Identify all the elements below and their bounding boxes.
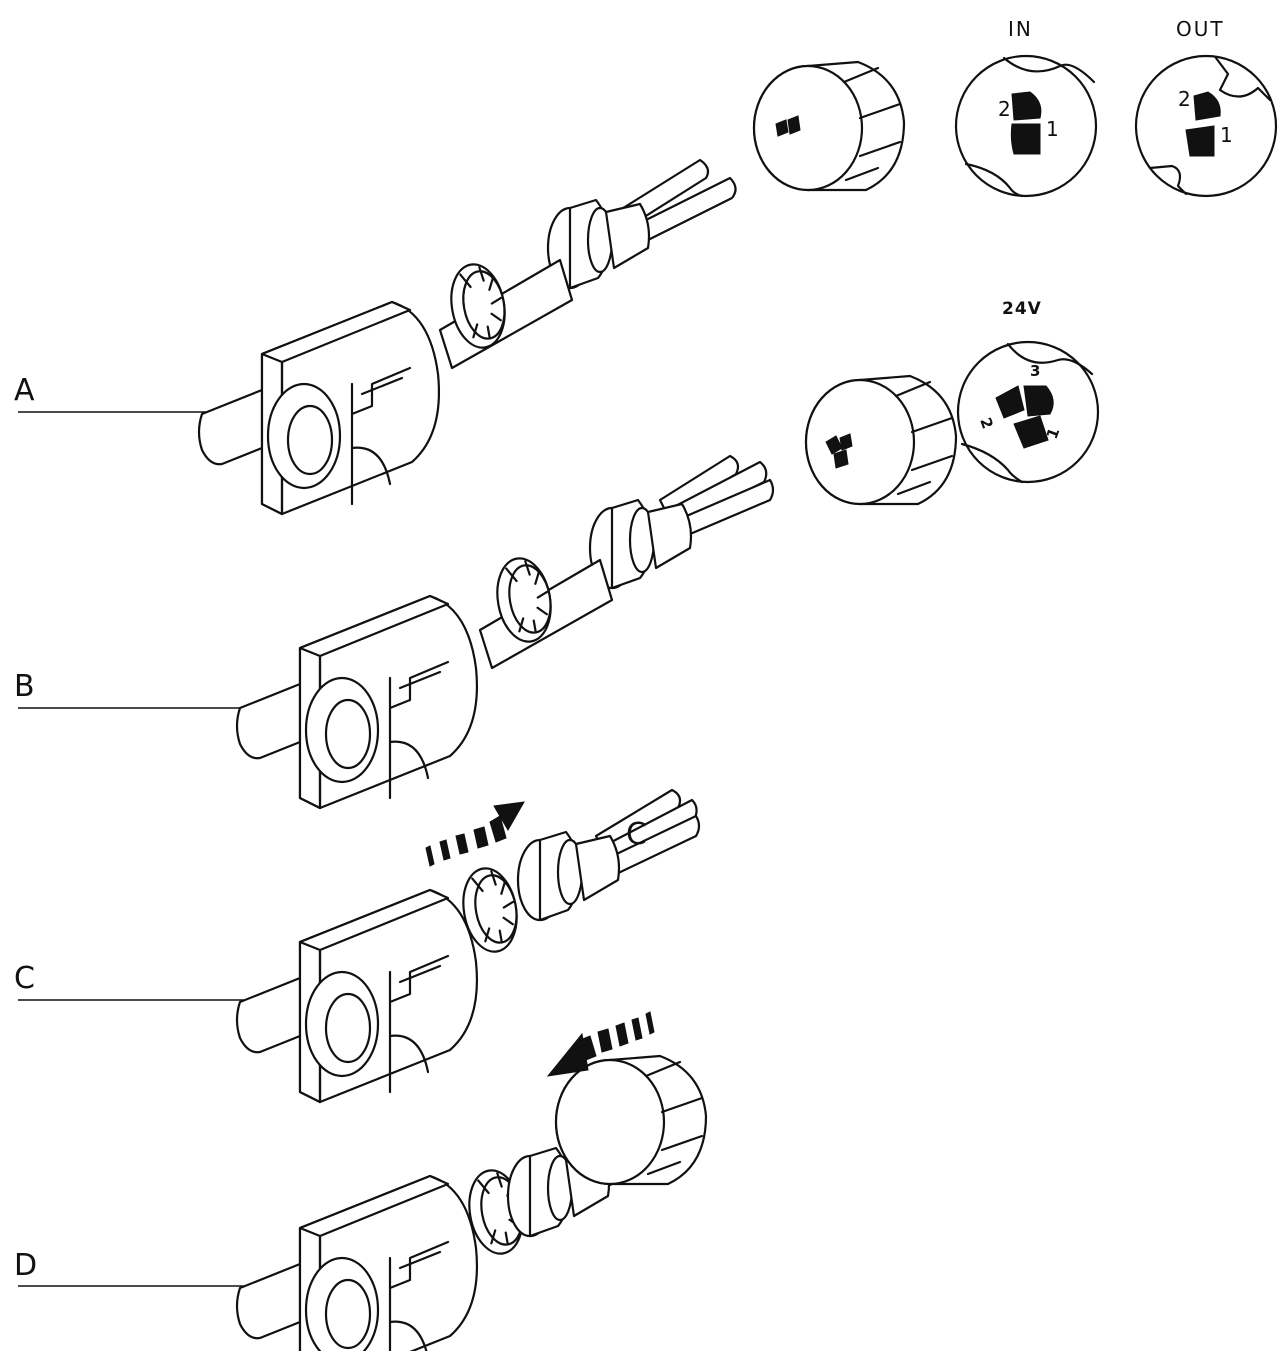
label-group-a: A xyxy=(14,373,238,413)
cap-nut xyxy=(554,1054,708,1186)
assembly-b xyxy=(235,374,958,810)
label-d: D xyxy=(14,1248,37,1283)
label-group-c: C xyxy=(14,961,262,1001)
detail-header-in: IN xyxy=(1008,17,1033,41)
key-arc-top xyxy=(1002,56,1096,84)
wire xyxy=(666,478,775,542)
pin-label: 2 xyxy=(1178,87,1191,111)
pin-label: 3 xyxy=(1030,362,1040,380)
housing-d xyxy=(235,1174,479,1351)
face-circle xyxy=(1134,54,1278,198)
assembly-c: C xyxy=(235,788,701,1104)
pin-contact xyxy=(1185,125,1215,157)
detail-in: IN 2 1 xyxy=(954,17,1098,198)
pin-contact xyxy=(995,385,1025,419)
label-b: B xyxy=(14,669,35,704)
insert-pin-hole xyxy=(839,433,853,451)
pin-label: 2 xyxy=(998,97,1011,121)
detail-out: OUT 2 1 xyxy=(1134,17,1278,198)
housing-b xyxy=(235,594,479,810)
pin-label: 1 xyxy=(1220,123,1233,147)
housing-c xyxy=(235,888,479,1104)
key-notch-top xyxy=(1214,56,1272,102)
wire xyxy=(602,814,701,878)
label-c: C xyxy=(14,961,35,996)
pin-contact xyxy=(1010,123,1041,155)
assembly-d xyxy=(235,1011,708,1351)
pin-label: 1 xyxy=(1046,117,1059,141)
label-group-d: D xyxy=(14,1248,256,1287)
key-arc-bottom xyxy=(960,442,1024,484)
rear-collar xyxy=(516,830,621,922)
insert-pin-hole xyxy=(787,115,801,135)
key-notch-bottom xyxy=(1148,164,1188,196)
pin-contact xyxy=(1023,385,1054,417)
label-group-b: B xyxy=(14,669,262,709)
key-arc-bottom xyxy=(964,162,1024,198)
housing-a xyxy=(197,300,441,516)
key-arc-top xyxy=(1006,342,1094,376)
wire xyxy=(628,176,737,246)
stray-letter: C xyxy=(626,817,647,852)
pin-contact xyxy=(1013,415,1049,449)
assembly-a xyxy=(197,60,906,516)
pin-contact xyxy=(1011,91,1042,121)
pin-contact xyxy=(1193,91,1221,121)
insert-pin-hole xyxy=(775,119,789,137)
arrow-forward-icon xyxy=(425,801,525,867)
arrow-backward-icon xyxy=(546,1011,655,1077)
detail-24v: 24V 3 2 1 xyxy=(956,299,1100,484)
detail-header-24v: 24V xyxy=(1002,299,1042,319)
insert-pin-hole xyxy=(833,449,849,469)
detail-header-out: OUT xyxy=(1176,17,1225,41)
label-a: A xyxy=(14,373,35,408)
